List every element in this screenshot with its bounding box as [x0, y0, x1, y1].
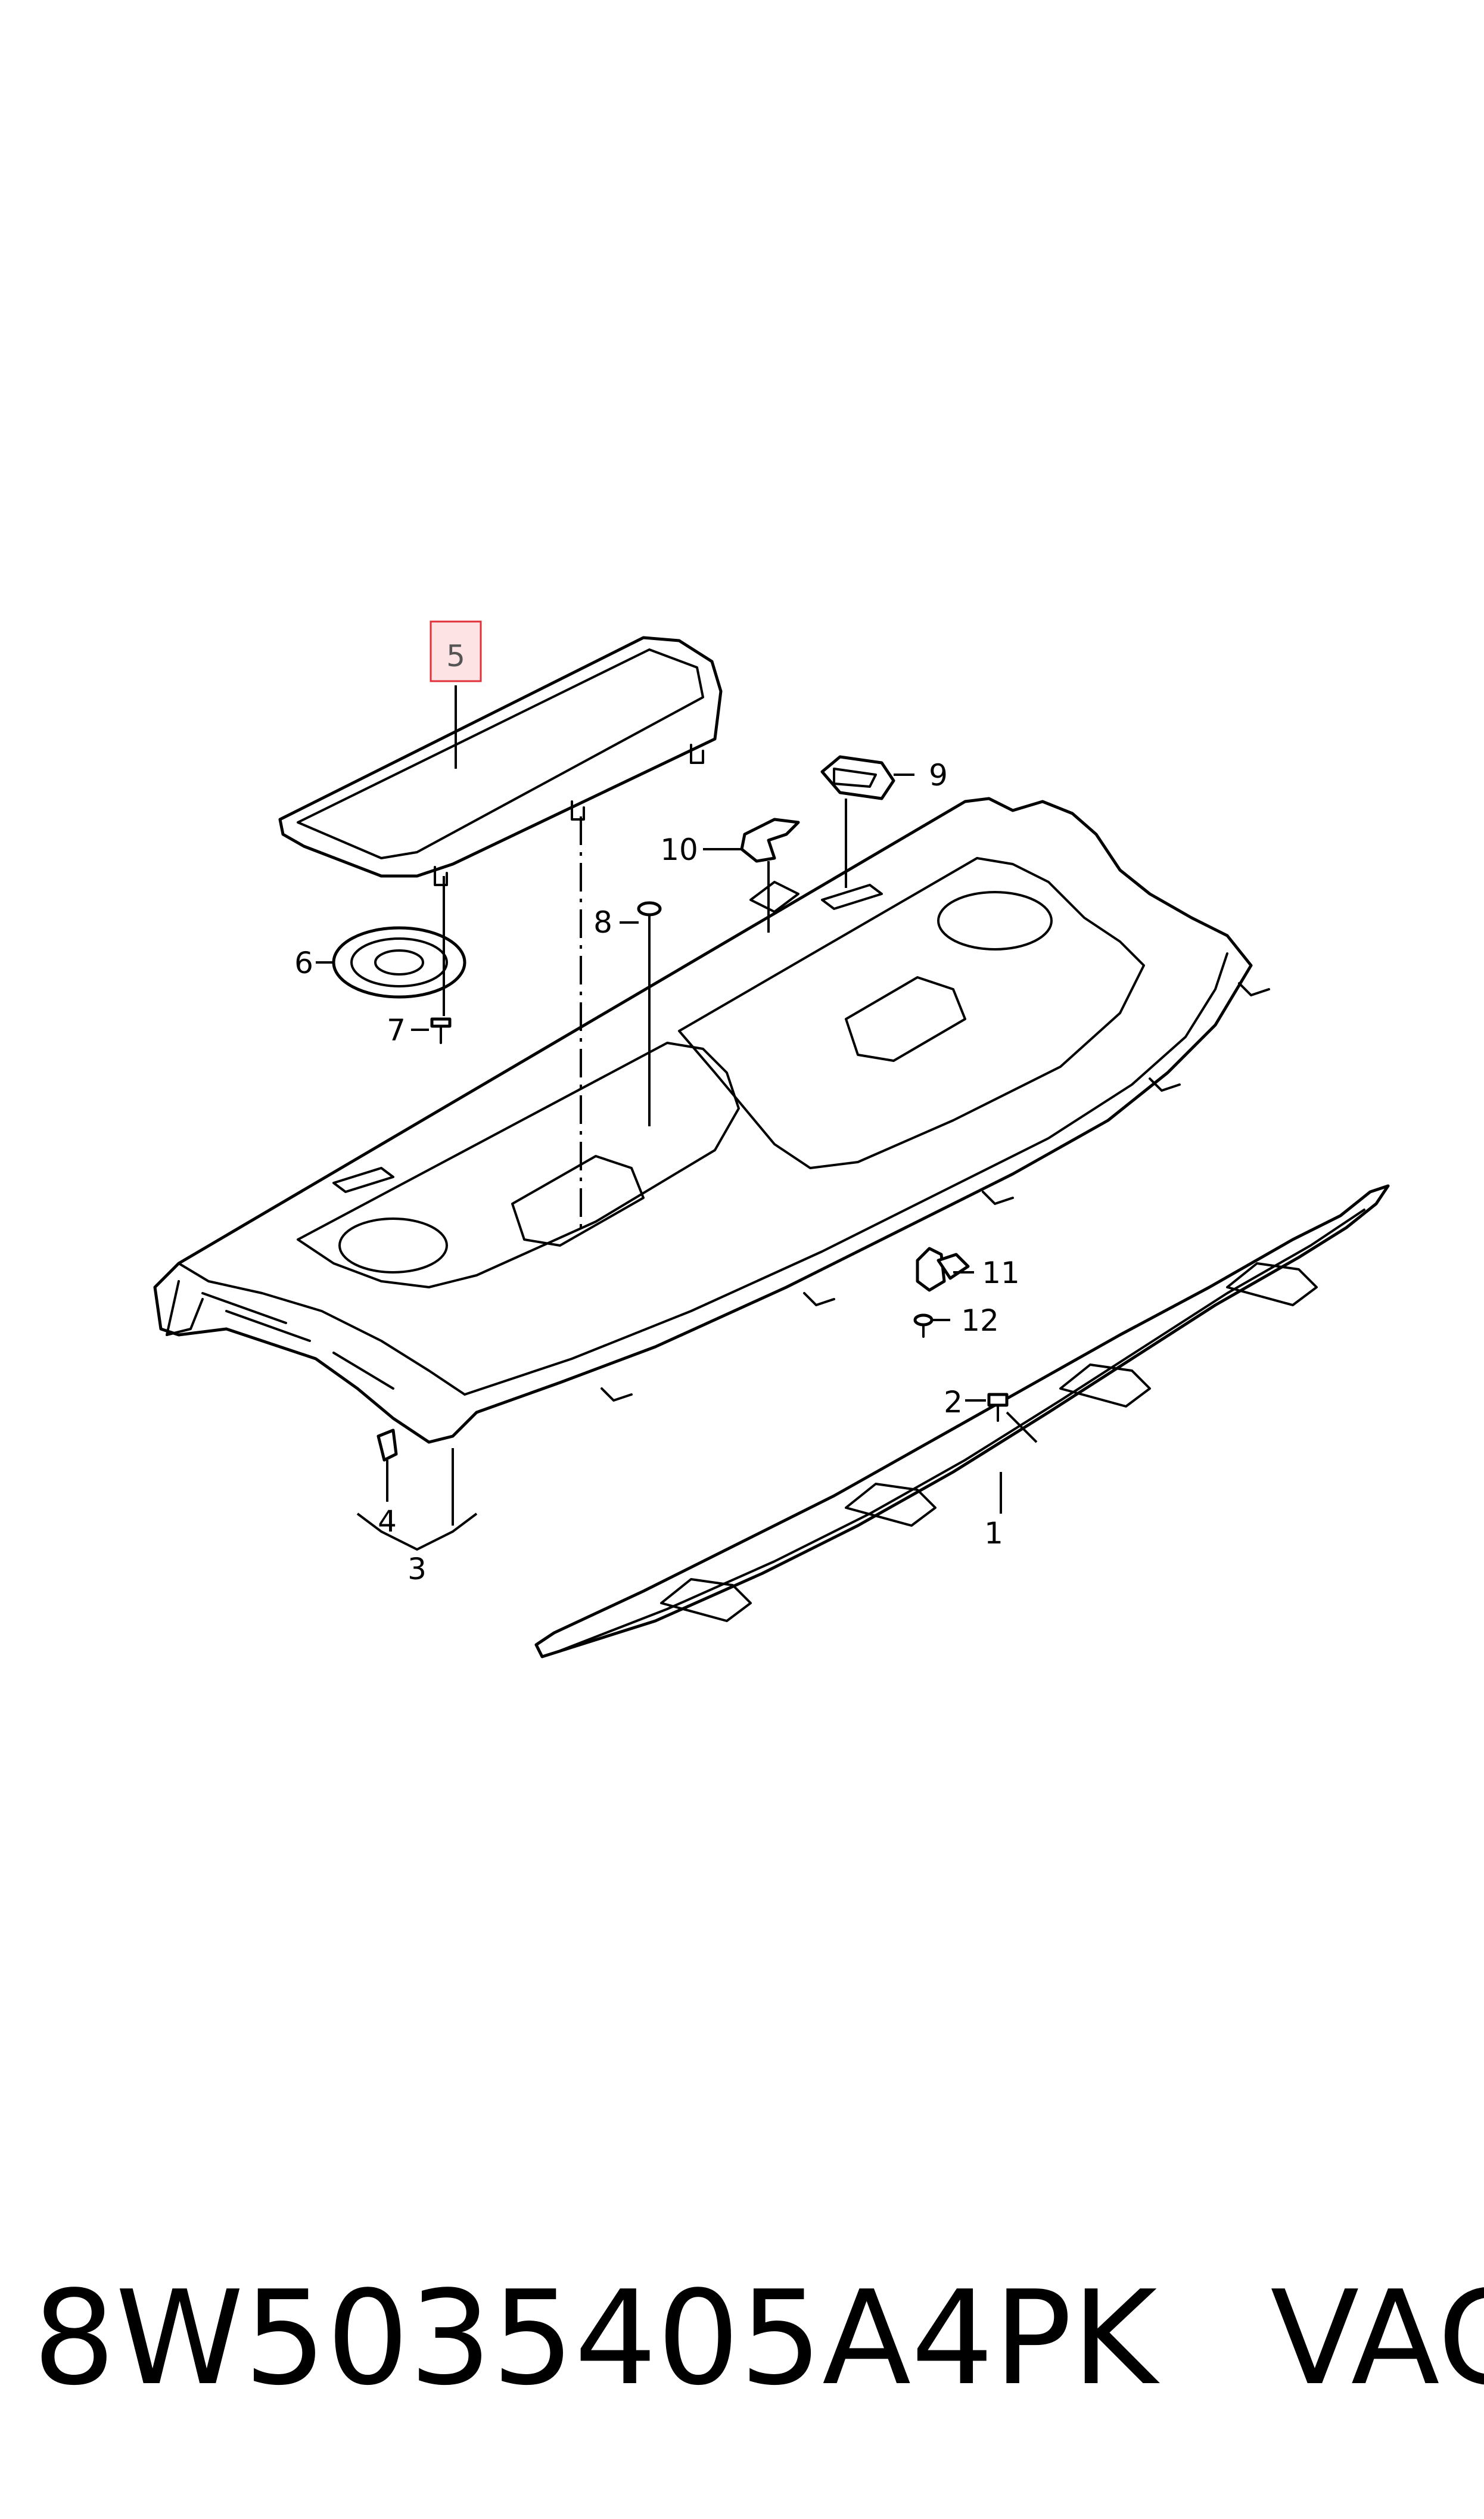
- clip-2: [987, 1393, 1009, 1422]
- trim-strip: [534, 1184, 1390, 1658]
- callout-11: 11: [982, 1256, 1020, 1290]
- cap-10: [740, 818, 800, 863]
- callout-8: 8: [593, 905, 612, 940]
- callout-10: 10: [660, 833, 698, 867]
- part-number: 8W5035405A4PK: [33, 2263, 1158, 2414]
- clip-4: [377, 1428, 398, 1462]
- callout-4: 4: [378, 1504, 397, 1539]
- clip-11: [916, 1247, 970, 1292]
- callout-7: 7: [387, 1013, 406, 1048]
- brand-name: VAG: [1270, 2263, 1484, 2414]
- callouts: 1 2 3 4 5 6 7 8 9 10 11 12: [294, 620, 1020, 1586]
- callout-2: 2: [944, 1385, 963, 1420]
- callout-9: 9: [929, 758, 948, 793]
- screw-7: [430, 1017, 452, 1044]
- leader-lines: [316, 685, 1038, 1551]
- callout-1: 1: [984, 1516, 1003, 1551]
- trim-cover: [278, 636, 723, 886]
- callout-3: 3: [407, 1552, 427, 1586]
- callout-5-highlight-border: [430, 620, 482, 682]
- parcel-shelf: [153, 797, 1270, 1444]
- footer: 8W5035405A4PK VAG: [33, 2259, 1484, 2419]
- screw-12: [913, 1313, 934, 1338]
- callout-5: 5: [446, 639, 465, 673]
- screw-8: [637, 901, 662, 940]
- callout-6: 6: [294, 946, 313, 980]
- callout-5-highlight: [431, 622, 481, 681]
- switch-9: [820, 755, 895, 800]
- parts-diagram: 1 2 3 4 5 6 7 8 9 10 11 12: [153, 620, 1390, 1658]
- callout-12: 12: [961, 1303, 999, 1338]
